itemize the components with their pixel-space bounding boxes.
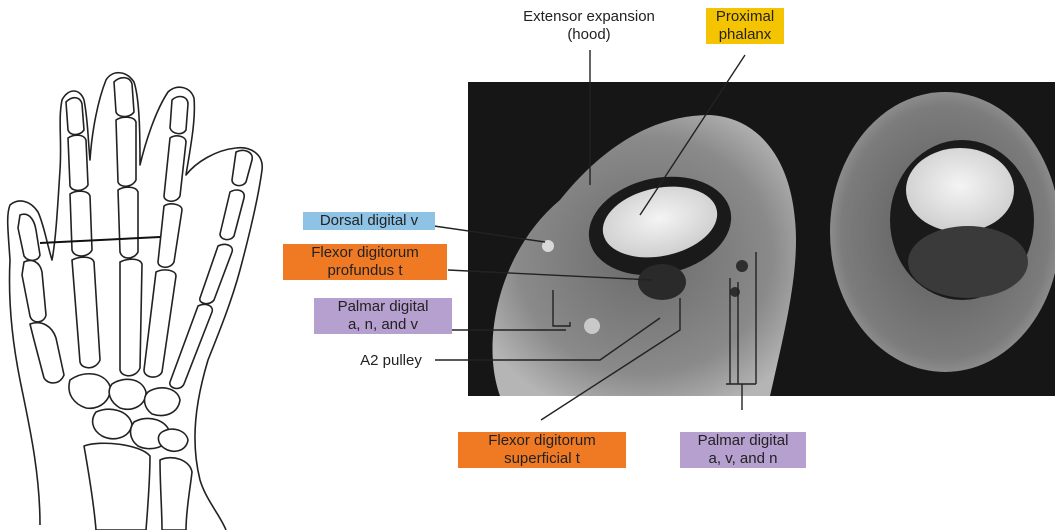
- palmar-digital-avn-text-2: a, v, and n: [680, 450, 806, 468]
- a2-pulley-label: A2 pulley: [348, 352, 434, 370]
- extensor-expansion-label: Extensor expansion (hood): [494, 8, 684, 44]
- flexor-profundus-text-2: profundus t: [283, 262, 447, 280]
- dorsal-digital-v-text: Dorsal digital v: [303, 212, 435, 230]
- proximal-phalanx-text-1: Proximal: [706, 8, 784, 26]
- palmar-digital-avn-text-1: Palmar digital: [680, 432, 806, 450]
- flexor-profundus-label: Flexor digitorum profundus t: [283, 244, 447, 280]
- flexor-superficial-text-1: Flexor digitorum: [458, 432, 626, 450]
- extensor-expansion-text-1: Extensor expansion: [494, 8, 684, 26]
- palmar-digital-anv-text-1: Palmar digital: [314, 298, 452, 316]
- palmar-digital-anv-text-2: a, n, and v: [314, 316, 452, 334]
- proximal-phalanx-label: Proximal phalanx: [706, 8, 784, 44]
- flexor-superficial-label: Flexor digitorum superficial t: [458, 432, 626, 468]
- palmar-digital-anv-label: Palmar digital a, n, and v: [314, 298, 452, 334]
- palmar-digital-avn-label: Palmar digital a, v, and n: [680, 432, 806, 468]
- dorsal-digital-v-label: Dorsal digital v: [303, 212, 435, 230]
- a2-pulley-text: A2 pulley: [348, 352, 434, 370]
- proximal-phalanx-text-2: phalanx: [706, 26, 784, 44]
- extensor-expansion-text-2: (hood): [494, 26, 684, 44]
- flexor-profundus-text-1: Flexor digitorum: [283, 244, 447, 262]
- flexor-superficial-text-2: superficial t: [458, 450, 626, 468]
